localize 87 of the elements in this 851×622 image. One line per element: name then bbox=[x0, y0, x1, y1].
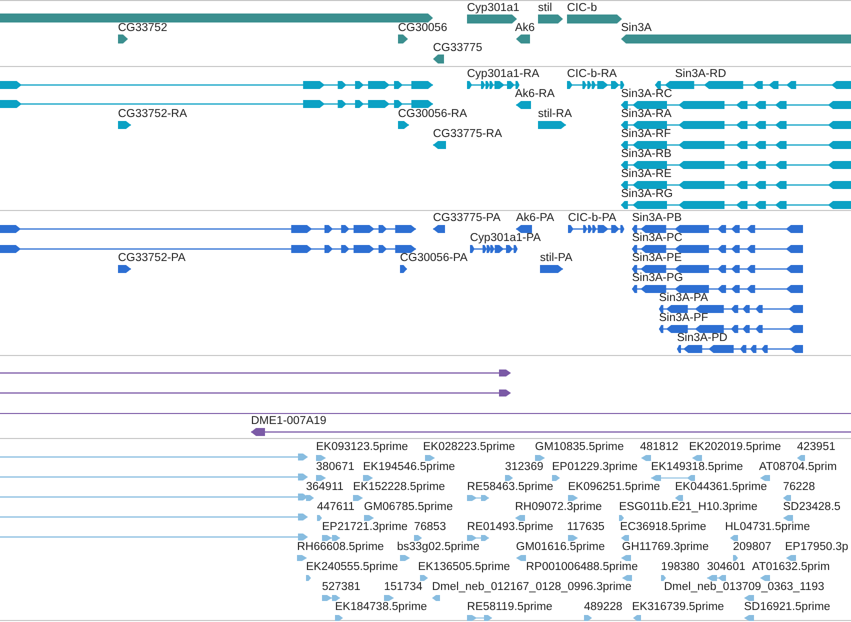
est-label: GM06785.5prime bbox=[364, 501, 453, 514]
est-label: EK316739.5prime bbox=[632, 601, 724, 614]
clone-label: DME1-007A19 bbox=[251, 415, 326, 428]
est-label: 312369 bbox=[505, 461, 544, 474]
est-label: SD16921.5prime bbox=[744, 601, 830, 614]
est-label: GM10835.5prime bbox=[535, 441, 624, 454]
est-label: RH09072.3prime bbox=[515, 501, 602, 514]
transcript-label: Ak6-RA bbox=[515, 88, 555, 101]
gene-label: Cyp301a1 bbox=[467, 2, 520, 15]
est-label: EK093123.5prime bbox=[316, 441, 408, 454]
est-label: GH11769.3prime bbox=[622, 541, 709, 554]
est-label: EK028223.5prime bbox=[423, 441, 516, 454]
est-label: 364911 bbox=[306, 481, 344, 494]
est-label: EK240555.5prime bbox=[306, 561, 398, 574]
transcript-label: CG33752-RA bbox=[118, 108, 188, 121]
est-label: GM01616.5prime bbox=[516, 541, 605, 554]
est-label: 489228 bbox=[584, 601, 622, 614]
est-label: 76228 bbox=[783, 481, 815, 494]
protein-label: stil-PA bbox=[540, 252, 572, 265]
est-label: 117635 bbox=[567, 521, 605, 534]
gene-label: Ak6 bbox=[515, 22, 535, 35]
est-label: 380671 bbox=[316, 461, 354, 474]
est-label: EK184738.5prime bbox=[335, 601, 428, 614]
protein-label: Sin3A-PD bbox=[677, 332, 728, 345]
est-label: 209807 bbox=[733, 541, 772, 554]
est-label: EK152228.5prime bbox=[353, 481, 446, 494]
protein-label: CG33752-PA bbox=[118, 252, 186, 265]
est-label: EK194546.5prime bbox=[363, 461, 456, 474]
est-label: EP17950.3p bbox=[785, 541, 848, 554]
protein-label: Sin3A-PE bbox=[632, 252, 682, 265]
est-label: RE58463.5prime bbox=[467, 481, 554, 494]
est-label: RE58119.5prime bbox=[467, 601, 552, 614]
est-label: Dmel_neb_013709_0363_1193 bbox=[664, 581, 824, 594]
est-label: 198380 bbox=[661, 561, 700, 574]
protein-label: Sin3A-PG bbox=[632, 272, 684, 285]
protein-label: Ak6-PA bbox=[516, 212, 554, 225]
transcript-label: CG30056-RA bbox=[398, 108, 468, 121]
protein-label: Sin3A-PA bbox=[659, 292, 708, 305]
est-label: EP21721.3prime bbox=[322, 521, 408, 534]
est-label: 481812 bbox=[640, 441, 678, 454]
transcript-label: Sin3A-RF bbox=[621, 128, 671, 141]
est-label: 527381 bbox=[322, 581, 360, 594]
est-label: 447611 bbox=[317, 501, 355, 514]
protein-label: CIC-b-PA bbox=[568, 212, 616, 225]
protein-label: CG33775-PA bbox=[433, 212, 501, 225]
est-label: EK096251.5prime bbox=[568, 481, 660, 494]
est-label: EP01229.3prime bbox=[552, 461, 638, 474]
gene-label: stil bbox=[538, 2, 552, 15]
est-label: RE01493.5prime bbox=[467, 521, 554, 534]
est-label: EC36918.5prime bbox=[620, 521, 706, 534]
gene-label: CG33775 bbox=[433, 42, 482, 55]
est-label: AT01632.5prim bbox=[752, 561, 830, 574]
transcript-label: Sin3A-RB bbox=[621, 148, 672, 161]
transcript-label: Sin3A-RE bbox=[621, 168, 672, 181]
est-label: bs33g02.5prime bbox=[397, 541, 480, 554]
gene-label: CG30056 bbox=[398, 22, 448, 35]
est-label: 76853 bbox=[414, 521, 446, 534]
transcript-label: Sin3A-RC bbox=[621, 88, 672, 101]
est-label: 304601 bbox=[707, 561, 746, 574]
protein-label: Sin3A-PC bbox=[632, 232, 682, 245]
est-label: AT08704.5prim bbox=[759, 461, 837, 474]
est-label: EK044361.5prime bbox=[675, 481, 768, 494]
transcript-label: CG33775-RA bbox=[433, 128, 502, 141]
est-label: RP001006488.5prime bbox=[526, 561, 638, 574]
est-label: 423951 bbox=[797, 441, 836, 454]
est-label: EK136505.5prime bbox=[418, 561, 510, 574]
gene-label: CIC-b bbox=[567, 2, 598, 15]
est-label: Dmel_neb_012167_0128_0996.3prime bbox=[432, 581, 632, 594]
transcript-label: Sin3A-RG bbox=[621, 188, 673, 201]
gene-label: CG33752 bbox=[118, 22, 168, 35]
protein-label: CG30056-PA bbox=[400, 252, 468, 265]
protein-label: Sin3A-PB bbox=[632, 212, 682, 225]
est-label: RH66608.5prime bbox=[297, 541, 384, 554]
est-label: 151734 bbox=[384, 581, 422, 594]
gene-label: Sin3A bbox=[621, 22, 652, 35]
est-label: ESG011b.E21_H10.3prime bbox=[619, 501, 758, 514]
transcript-label: Cyp301a1-RA bbox=[467, 68, 540, 81]
est-label: EK202019.5prime bbox=[689, 441, 782, 454]
transcript-label: Sin3A-RD bbox=[675, 68, 726, 81]
protein-label: Cyp301a1-PA bbox=[470, 232, 541, 245]
est-label: SD23428.5 bbox=[783, 501, 841, 514]
transcript-label: stil-RA bbox=[538, 108, 572, 121]
protein-label: Sin3A-PF bbox=[659, 312, 708, 325]
transcript-label: CIC-b-RA bbox=[567, 68, 617, 81]
transcript-label: Sin3A-RA bbox=[621, 108, 672, 121]
est-label: EK149318.5prime bbox=[651, 461, 744, 474]
est-label: HL04731.5prime bbox=[725, 521, 810, 534]
